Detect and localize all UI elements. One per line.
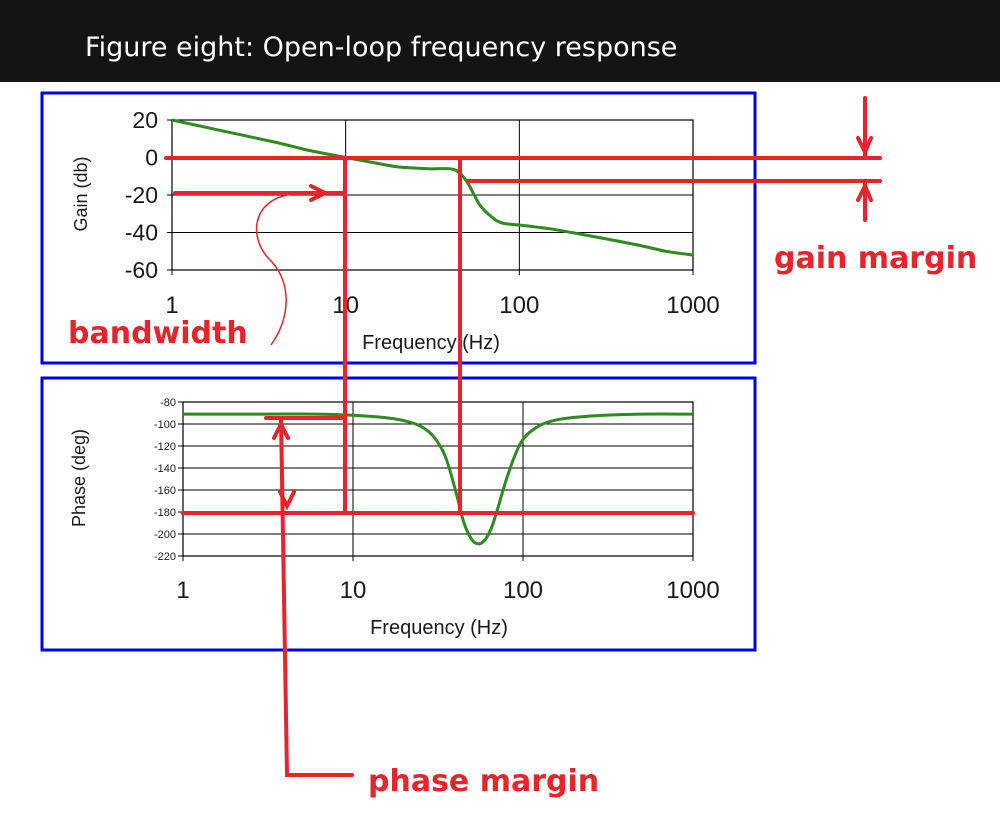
phase-grid — [178, 401, 694, 561]
phase-margin-arrowhead-down — [278, 490, 296, 511]
phase-y-tick-label: -160 — [154, 485, 176, 497]
phase-x-axis-label: Frequency (Hz) — [370, 617, 508, 639]
phase-x-tick-label: 1 — [176, 577, 189, 604]
bandwidth-leader — [255, 193, 293, 346]
gain-margin-arrowhead-up — [856, 181, 873, 202]
gain-y-tick-label: 20 — [132, 107, 158, 133]
phase-curve — [183, 412, 694, 546]
gain-x-tick-label: 1000 — [666, 292, 719, 319]
gain-panel-frame — [40, 91, 757, 365]
phase-tick-labels: -80 -100 -120 -140 -160 -180 -200 -220 1 10 100 100… — [154, 397, 720, 604]
phase-plot-area — [182, 401, 694, 557]
gain-curve — [171, 118, 694, 257]
phase-y-tick-label: -140 — [154, 463, 176, 475]
gain-margin-arrowhead-down — [856, 136, 873, 157]
phase-y-tick-label: -120 — [154, 441, 176, 453]
phase-y-tick-label: -200 — [154, 529, 176, 541]
gain-y-tick-label: -60 — [125, 257, 158, 283]
phase-panel-frame — [40, 376, 757, 652]
figure-canvas: 20 0 -20 -40 -60 1 10 100 1000 Frequency (Hz) Ga… — [40, 91, 977, 799]
phase-y-tick-label: -80 — [160, 397, 176, 409]
gain-x-tick-label: 1 — [165, 292, 178, 319]
phase-margin-arrowhead-up — [272, 419, 290, 440]
phase-y-tick-label: -100 — [154, 419, 176, 431]
gain-y-tick-label: -40 — [125, 220, 158, 246]
gain-y-tick-label: -20 — [125, 182, 158, 208]
gain-margin-label: gain margin — [774, 241, 977, 276]
gain-grid — [167, 119, 694, 275]
gain-x-tick-label: 100 — [499, 292, 539, 319]
title-bar: Figure eight: Open-loop frequency respon… — [0, 0, 1000, 82]
phase-x-tick-label: 1000 — [666, 577, 719, 604]
bandwidth-arrowhead — [309, 184, 330, 202]
phase-margin-label: phase margin — [368, 764, 599, 799]
phase-x-tick-label: 100 — [503, 577, 543, 604]
phase-y-tick-label: -180 — [154, 507, 176, 519]
gain-x-axis-label: Frequency (Hz) — [362, 332, 500, 354]
gain-y-tick-label: 0 — [145, 145, 158, 171]
annotation-lines — [164, 96, 882, 777]
figure-title: Figure eight: Open-loop frequency respon… — [85, 32, 678, 63]
phase-x-tick-label: 10 — [340, 577, 367, 604]
gain-plot-area — [171, 119, 694, 271]
phase-y-tick-label: -220 — [154, 551, 176, 563]
phase-margin-leader — [279, 416, 354, 777]
bandwidth-label: bandwidth — [68, 316, 248, 351]
gain-y-axis-label: Gain (db) — [71, 156, 91, 231]
phase-y-axis-label: Phase (deg) — [69, 429, 89, 527]
